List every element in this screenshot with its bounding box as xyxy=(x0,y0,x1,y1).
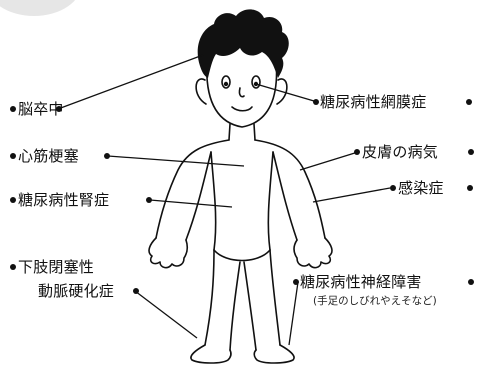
leader-retinopathy xyxy=(255,83,315,102)
label-myocardial-infarction: 心筋梗塞 xyxy=(18,147,79,165)
right-ear xyxy=(276,78,288,105)
label-neuropathy: 糖尿病性神経障害 xyxy=(300,273,422,291)
left-inner-arm xyxy=(185,151,212,241)
right-leg-inner xyxy=(243,261,257,351)
torso-left xyxy=(210,151,217,251)
left-foot xyxy=(190,344,232,364)
dot-neuropathy-right xyxy=(468,279,474,285)
nose xyxy=(238,87,245,98)
left-eye xyxy=(221,75,231,89)
right-eye xyxy=(251,75,261,89)
dot-infection-right xyxy=(467,185,473,191)
left-pupil xyxy=(223,81,229,87)
dot-pad-right xyxy=(133,288,139,294)
label-retinopathy: 糖尿病性網膜症 xyxy=(320,93,427,111)
label-skin-disease: 皮膚の病気 xyxy=(362,143,439,161)
hair xyxy=(197,9,289,79)
label-infection: 感染症 xyxy=(398,179,444,197)
dot-skin-left xyxy=(354,149,360,155)
dot-myocardial-right xyxy=(104,153,110,159)
crotch xyxy=(213,249,271,262)
dot-myocardial-left xyxy=(10,153,16,159)
leader-infection xyxy=(312,187,391,203)
leader-myocardial xyxy=(107,155,245,167)
right-leg-outer xyxy=(269,249,281,346)
body-right-outline xyxy=(254,139,326,239)
dot-infection-left xyxy=(390,185,396,191)
body-left-outline xyxy=(155,139,230,239)
dot-neuropathy-left xyxy=(293,279,299,285)
dot-nephropathy-left xyxy=(10,197,16,203)
label-neuropathy-note: (手足のしびれやえそなど) xyxy=(313,295,437,307)
dot-stroke-left xyxy=(10,106,16,112)
dot-nephropathy-right xyxy=(146,197,152,203)
leader-neuropathy xyxy=(288,281,299,346)
leader-nephropathy xyxy=(149,199,233,208)
right-hand xyxy=(293,237,333,269)
left-hand xyxy=(148,237,189,269)
dot-stroke-right xyxy=(56,106,62,112)
left-leg-inner xyxy=(229,261,241,351)
leader-skin xyxy=(299,151,359,171)
right-inner-arm xyxy=(272,151,298,241)
left-ear xyxy=(195,78,207,105)
dot-pad-left xyxy=(10,264,16,270)
leader-stroke xyxy=(57,54,204,110)
face-outline xyxy=(205,59,278,128)
dot-retinopathy-right xyxy=(466,99,472,105)
torso-right xyxy=(267,151,274,251)
mouth xyxy=(231,106,253,112)
leader-pad xyxy=(134,290,198,339)
right-foot xyxy=(253,344,295,364)
label-stroke: 脳卒中 xyxy=(18,100,64,118)
neck xyxy=(228,123,256,141)
dot-retinopathy-left xyxy=(313,99,319,105)
label-pad-line2: 動脈硬化症 xyxy=(38,282,115,300)
label-pad-line1: 下肢閉塞性 xyxy=(18,258,95,276)
label-nephropathy: 糖尿病性腎症 xyxy=(18,191,110,209)
left-leg-outer xyxy=(204,249,215,346)
dot-skin-right xyxy=(468,149,474,155)
